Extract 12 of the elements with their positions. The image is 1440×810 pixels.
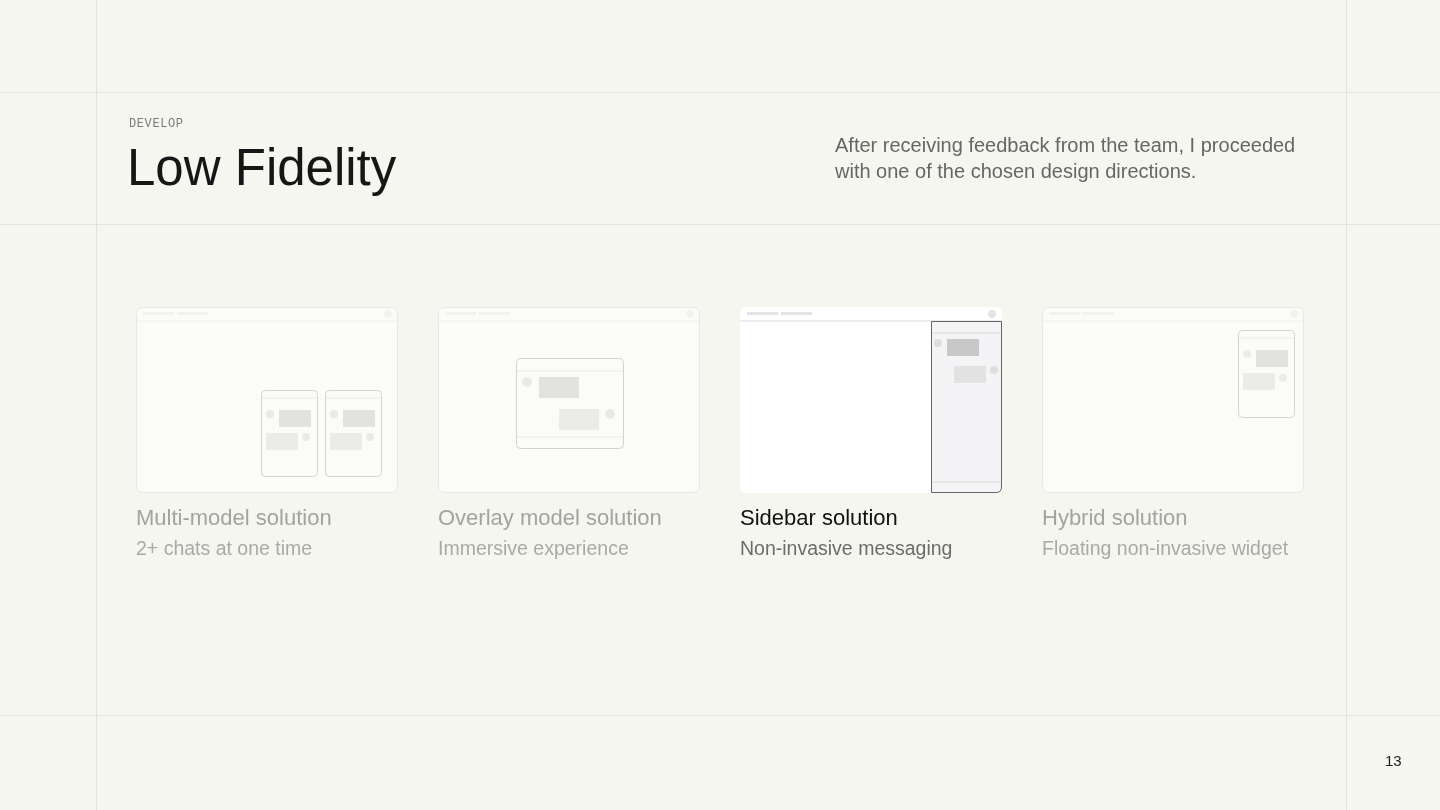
card-title: Sidebar solution — [740, 505, 898, 531]
card-subtitle: Immersive experience — [438, 536, 629, 560]
card-subtitle: Non-invasive messaging — [740, 536, 953, 560]
card-title: Hybrid solution — [1042, 505, 1188, 531]
card-subtitle: Floating non-invasive widget — [1042, 536, 1289, 560]
card-title: Overlay model solution — [438, 505, 662, 531]
card-subtitle: 2+ chats at one time — [136, 536, 313, 560]
section-label: DEVELOP — [129, 117, 184, 131]
card-title: Multi-model solution — [136, 505, 332, 531]
description-text: After receiving feedback from the team, I proceeded with one of the chosen design directions. — [835, 133, 1297, 184]
slide-title: Low Fidelity — [127, 139, 397, 197]
page-number: 13 — [1385, 752, 1402, 770]
